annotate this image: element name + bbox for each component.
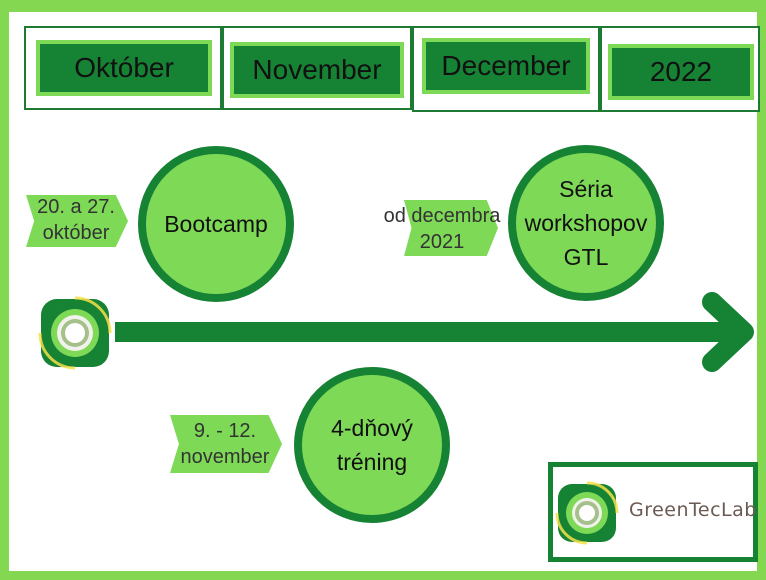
month-label-december: December — [422, 38, 590, 94]
start-ring-icon — [38, 296, 112, 370]
month-label-november: November — [230, 42, 404, 98]
date-text-training: 9. - 12. november — [166, 418, 284, 470]
greenteclab-logo: GreenTecLab — [548, 462, 758, 562]
date-tag-workshops — [404, 200, 498, 256]
event-title-training: 4-dňový tréning — [331, 411, 413, 479]
month-cell-oktober: Október — [24, 26, 222, 110]
date-line: 2021 — [419, 231, 465, 253]
month-cell-2022: 2022 — [600, 26, 760, 112]
event-title-workshops: Séria workshopov GTL — [525, 172, 648, 274]
month-cell-november: November — [222, 26, 412, 110]
date-text-bootcamp: 20. a 27. október — [24, 194, 128, 246]
event-title-line: Séria — [559, 176, 613, 202]
event-title-line: GTL — [563, 244, 609, 270]
event-title-line: tréning — [336, 449, 408, 475]
event-circle-workshops: Séria workshopov GTL — [508, 145, 664, 301]
event-title-bootcamp: Bootcamp — [164, 211, 268, 237]
logo-text: GreenTecLab — [629, 499, 757, 521]
date-tag-bootcamp — [26, 195, 128, 247]
date-line: 9. - 12. — [193, 420, 257, 442]
event-title-line: workshopov — [524, 210, 648, 236]
month-label-oktober: Október — [36, 40, 212, 96]
date-text-workshops: od decembra 2021 — [374, 203, 510, 255]
event-title-line: 4-dňový — [331, 415, 413, 441]
event-circle-training: 4-dňový tréning — [294, 367, 450, 523]
date-line: október — [42, 222, 110, 244]
month-label-2022: 2022 — [608, 44, 754, 100]
date-line: 20. a 27. — [37, 196, 115, 218]
logo-ring-icon — [555, 481, 619, 545]
date-line: november — [180, 446, 270, 468]
month-cell-december: December — [412, 26, 600, 112]
date-line: od decembra — [383, 205, 501, 227]
event-circle-bootcamp: Bootcamp — [138, 146, 294, 302]
date-tag-training — [170, 415, 282, 473]
